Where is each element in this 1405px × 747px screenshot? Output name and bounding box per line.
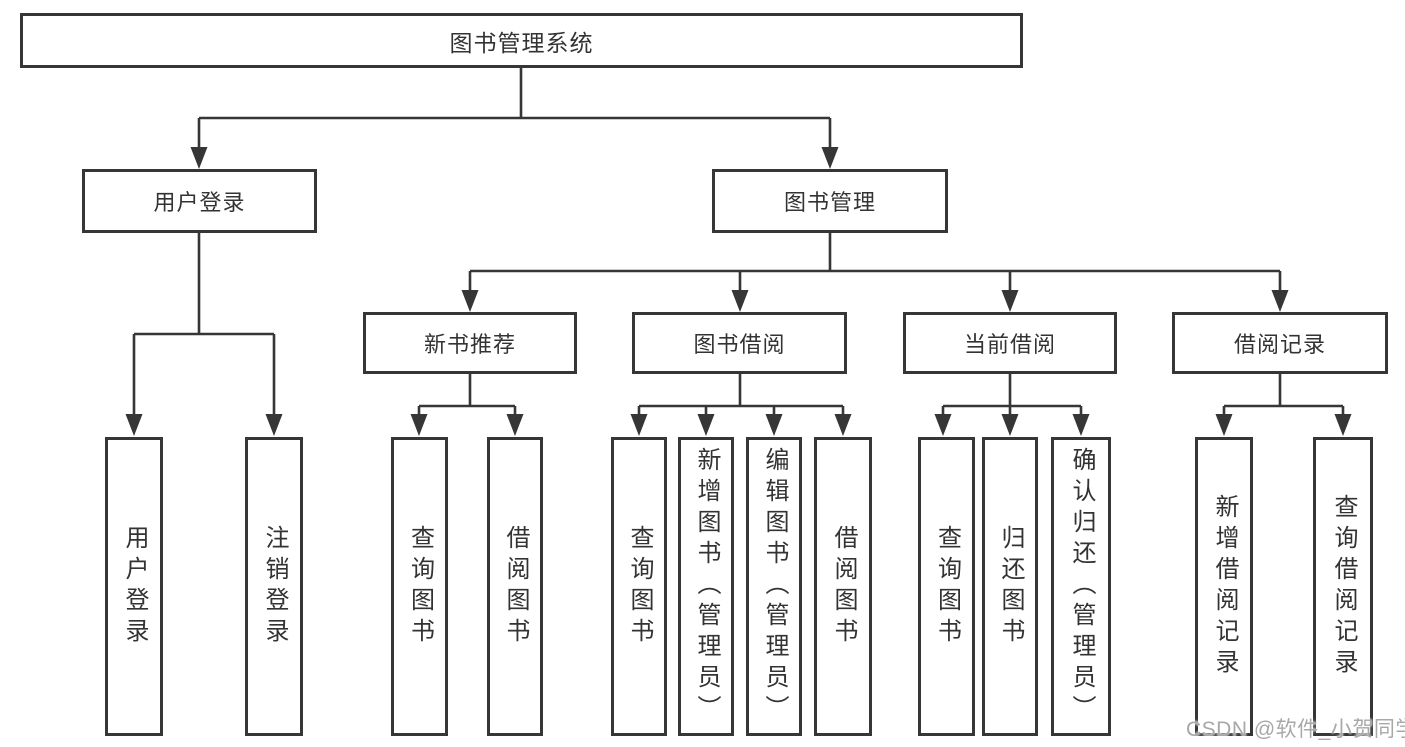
node-label: 用户登录 [121,524,148,649]
node-leaf-confirm-return-admin: 确认归还（管理员） [1051,437,1111,736]
node-label: 借阅记录 [1233,332,1326,357]
connector-book-borrow-to-children [637,374,845,416]
node-label: 确认归还（管理员） [1068,447,1095,726]
node-leaf-borrow-books: 借阅图书 [814,437,872,736]
node-label: 当前借阅 [963,332,1056,357]
node-leaf-add-books-admin: 新增图书（管理员） [678,437,734,736]
arrowhead [190,147,208,169]
node-leaf-query-books-current: 查询图书 [918,437,975,736]
node-borrow-records: 借阅记录 [1172,312,1388,374]
node-leaf-user-login: 用户登录 [105,437,163,736]
node-leaf-edit-books-admin: 编辑图书（管理员） [746,437,802,736]
arrowhead [731,290,749,312]
arrowhead [265,414,283,436]
arrowhead [1215,414,1233,436]
node-label: 新书推荐 [423,332,516,357]
arrowheads [125,147,1352,436]
node-leaf-logout: 注销登录 [245,437,303,736]
connector-book-mgmt-to-level3 [468,233,1282,292]
node-user-login: 用户登录 [82,169,317,233]
node-leaf-add-borrow-record: 新增借阅记录 [1195,437,1253,736]
node-label: 查询图书 [626,524,653,649]
arrowhead [506,414,524,436]
connector-user-login-to-children [132,233,276,416]
arrowhead [697,414,715,436]
node-leaf-query-borrow-record: 查询借阅记录 [1313,437,1373,736]
watermark-text: CSDN @软件_小贺同学 [1186,718,1405,741]
node-leaf-return-books: 归还图书 [982,437,1038,736]
arrowhead [934,414,952,436]
connector-root-to-level2 [197,68,832,149]
connector-new-book-rec-to-children [417,374,517,416]
arrowhead [410,414,428,436]
node-leaf-query-books-borrow: 查询图书 [611,437,667,736]
arrowhead [1072,414,1090,436]
arrowhead [1271,290,1289,312]
node-label: 用户登录 [153,190,246,215]
node-leaf-borrow-books-recommend: 借阅图书 [487,437,543,736]
arrowhead [125,414,143,436]
arrowhead [765,414,783,436]
node-book-management: 图书管理 [712,169,948,233]
node-current-borrow: 当前借阅 [903,312,1117,374]
node-label: 注销登录 [261,524,288,649]
node-leaf-query-books-recommend: 查询图书 [391,437,448,736]
node-label: 查询图书 [933,524,961,649]
node-label: 查询图书 [406,524,434,649]
arrowhead [1001,290,1019,312]
arrowhead [821,147,839,169]
node-label: 图书管理 [783,190,876,215]
connector-current-borrow-to-children [941,374,1083,416]
arrowhead [461,290,479,312]
arrowhead [630,414,648,436]
node-label: 新增借阅记录 [1211,493,1238,680]
node-label: 借阅图书 [830,524,857,649]
node-label: 图书管理系统 [449,29,594,56]
arrowhead [1001,414,1019,436]
node-new-book-recommend: 新书推荐 [363,312,577,374]
node-label: 编辑图书（管理员） [761,447,788,726]
arrowhead [1334,414,1352,436]
node-label: 归还图书 [997,524,1024,649]
arrowhead [834,414,852,436]
node-label: 查询借阅记录 [1330,493,1357,680]
node-label: 借阅图书 [502,524,529,649]
node-book-borrow: 图书借阅 [632,312,847,374]
node-label: 图书借阅 [693,332,786,357]
node-label: 新增图书（管理员） [693,447,720,726]
node-root-library-system: 图书管理系统 [20,13,1023,68]
connector-borrow-records-to-children [1222,374,1345,416]
